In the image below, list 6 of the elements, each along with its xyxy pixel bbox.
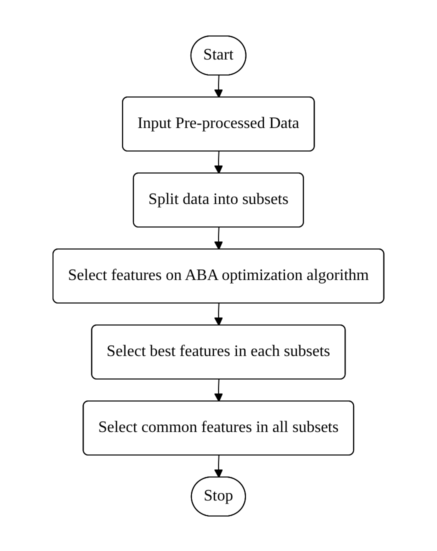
arrow	[214, 150, 224, 174]
arrow	[214, 74, 224, 98]
arrow	[214, 454, 224, 478]
arrow	[214, 378, 224, 402]
arrow	[214, 302, 224, 326]
arrow	[214, 226, 224, 250]
